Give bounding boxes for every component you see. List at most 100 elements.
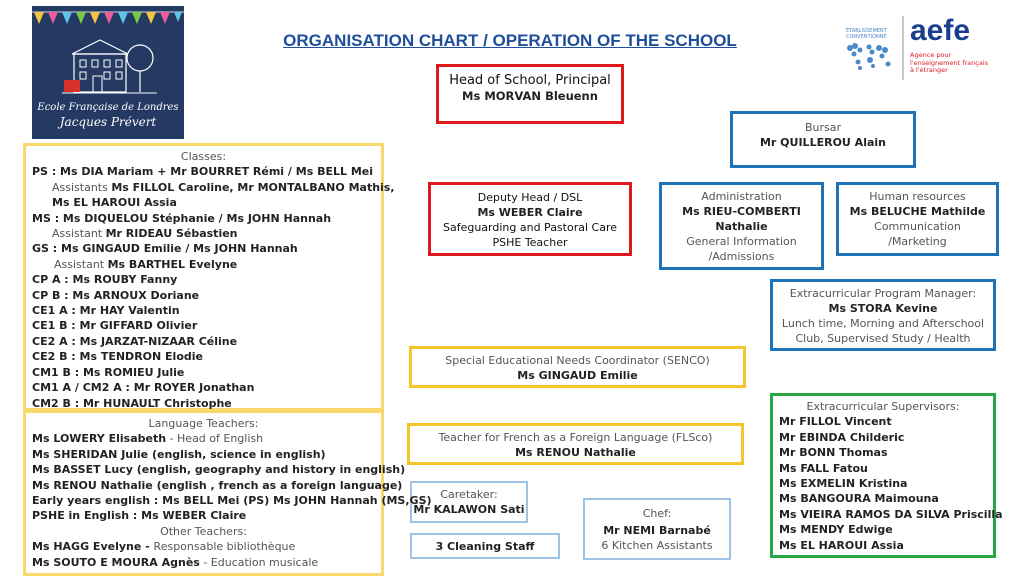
- extra-manager-role: Extracurricular Program Manager:: [789, 287, 977, 300]
- flsco-role: Teacher for French as a Foreign Language…: [438, 431, 713, 444]
- aefe-sub1: Agence pour: [910, 51, 952, 59]
- bursar-role: Bursar: [804, 121, 842, 134]
- extracurricular-manager-box: Extracurricular Program Manager: Ms STOR…: [770, 279, 996, 351]
- admin-name1: Ms RIEU-COMBERTI: [682, 205, 801, 218]
- supervisor-item: Ms BANGOURA Maimouna: [779, 492, 939, 506]
- supervisor-item: Ms FALL Fatou: [779, 461, 868, 475]
- class-ps: PS : Ms DIA Mariam + Mr BOURRET Rémi / M…: [32, 165, 373, 179]
- supervisor-item: Ms EXMELIN Kristina: [779, 477, 908, 491]
- class-item: CE2 B : Ms TENDRON Elodie: [32, 350, 203, 364]
- hr-line3: Communication: [874, 220, 961, 233]
- world-map-icon: [847, 43, 891, 70]
- assistant-names: Ms FILLOL Caroline, Mr MONTALBANO Mathis…: [111, 180, 395, 194]
- class-item: CM1 A / CM2 A : Mr ROYER Jonathan: [32, 381, 255, 395]
- chef-line3: 6 Kitchen Assistants: [601, 539, 713, 552]
- chef-name: Mr NEMI Barnabé: [603, 524, 711, 537]
- supervisors-title: Extracurricular Supervisors:: [806, 400, 960, 413]
- classes-title: Classes:: [180, 150, 227, 163]
- school-name-line2: Jacques Prévert: [59, 115, 157, 129]
- cleaning-label: 3 Cleaning Staff: [435, 540, 535, 553]
- head-of-school-box: Head of School, Principal Ms MORVAN Bleu…: [436, 64, 624, 124]
- admin-line4: General Information: [686, 235, 797, 248]
- other-teachers-title: Other Teachers:: [160, 524, 247, 538]
- bunting-flags-icon: [32, 11, 184, 24]
- teacher-role: - Education musicale: [199, 555, 319, 569]
- cleaning-staff-box: 3 Cleaning Staff: [410, 533, 560, 559]
- assistant-names: Mr RIDEAU Sébastien: [105, 227, 238, 241]
- bursar-box: Bursar Mr QUILLEROU Alain: [730, 111, 916, 168]
- supervisor-item: Mr BONN Thomas: [779, 446, 888, 460]
- deputy-role: Deputy Head / DSL: [477, 191, 583, 204]
- deputy-name: Ms WEBER Claire: [477, 206, 583, 219]
- school-name-line1: Ecole Française de Londres: [37, 102, 179, 113]
- chef-role: Chef:: [642, 507, 672, 520]
- supervisor-item: Mr FILLOL Vincent: [779, 415, 892, 429]
- caretaker-name: Mr KALAWON Sati: [413, 503, 525, 516]
- language-title: Language Teachers:: [148, 417, 259, 430]
- deputy-head-box: Deputy Head / DSL Ms WEBER Claire Safegu…: [428, 182, 632, 256]
- teacher-item: Early years english : Ms BELL Mei (PS) M…: [32, 494, 432, 508]
- extra-manager-name: Ms STORA Kevine: [828, 302, 938, 315]
- teacher-item: PSHE in English : Ms WEBER Claire: [32, 509, 247, 523]
- extra-manager-line4: Club, Supervised Study / Health: [795, 332, 971, 345]
- admin-name2: Nathalie: [715, 220, 768, 233]
- assistant-names: Ms EL HAROUI Assia: [52, 196, 177, 210]
- supervisor-item: Ms VIEIRA RAMOS DA SILVA Priscilla: [779, 507, 1003, 521]
- senco-role: Special Educational Needs Coordinator (S…: [445, 354, 710, 367]
- hr-name: Ms BELUCHE Mathilde: [849, 205, 986, 218]
- aefe-brand: aefe: [910, 14, 971, 47]
- admin-role: Administration: [701, 190, 782, 203]
- aefe-tag1: ÉTABLISSEMENT: [846, 28, 887, 34]
- teacher-name: Ms SOUTO E MOURA Agnès: [32, 555, 200, 569]
- class-item: CE2 A : Ms JARZAT-NIZAAR Céline: [32, 334, 238, 348]
- aefe-divider: [902, 16, 904, 80]
- school-logo: Ecole Française de Londres Jacques Préve…: [32, 6, 184, 139]
- teacher-name: Ms LOWERY Elisabeth: [32, 432, 167, 446]
- head-name: Ms MORVAN Bleuenn: [462, 89, 598, 103]
- aefe-sub2: l'enseignement français: [910, 58, 989, 67]
- teacher-role: - Head of English: [166, 432, 264, 446]
- teacher-name: Ms HAGG Evelyne -: [32, 540, 154, 554]
- caretaker-box: Caretaker: Mr KALAWON Sati: [410, 481, 528, 523]
- hr-role: Human resources: [869, 190, 966, 203]
- human-resources-box: Human resources Ms BELUCHE Mathilde Comm…: [836, 182, 999, 256]
- chef-box: Chef: Mr NEMI Barnabé 6 Kitchen Assistan…: [583, 498, 731, 560]
- supervisor-item: Mr EBINDA Childeric: [779, 430, 905, 444]
- teacher-item: Ms BASSET Lucy (english, geography and h…: [32, 463, 406, 477]
- admin-line5: /Admissions: [708, 250, 775, 263]
- senco-box: Special Educational Needs Coordinator (S…: [409, 346, 746, 388]
- head-role: Head of School, Principal: [449, 73, 611, 88]
- supervisors-box: Extracurricular Supervisors: Mr FILLOL V…: [770, 393, 1003, 558]
- assistant-names: Ms BARTHEL Evelyne: [107, 257, 238, 271]
- flsco-box: Teacher for French as a Foreign Language…: [407, 423, 744, 465]
- assistant-label: Assistants: [52, 180, 112, 194]
- class-item: CM2 B : Mr HUNAULT Christophe: [32, 396, 232, 410]
- deputy-line4: PSHE Teacher: [492, 236, 568, 249]
- assistant-label: Assistant: [52, 227, 106, 241]
- supervisor-item: Ms MENDY Edwige: [779, 523, 893, 537]
- class-item: CP A : Ms ROUBY Fanny: [32, 273, 178, 287]
- teacher-item: Ms SHERIDAN Julie (english, science in e…: [32, 447, 326, 461]
- class-ms: MS : Ms DIQUELOU Stéphanie / Ms JOHN Han…: [32, 211, 332, 225]
- senco-name: Ms GINGAUD Emilie: [517, 369, 638, 382]
- aefe-logo: ÉTABLISSEMENT CONVENTIONNÉ aefe Agence p…: [842, 14, 992, 84]
- class-item: CE1 B : Mr GIFFARD Olivier: [32, 319, 198, 333]
- teacher-item: Ms RENOU Nathalie (english , french as a…: [32, 478, 403, 492]
- teacher-role: Responsable bibliothèque: [153, 540, 296, 554]
- caretaker-role: Caretaker:: [440, 488, 498, 501]
- class-gs: GS : Ms GINGAUD Emilie / Ms JOHN Hannah: [32, 242, 298, 256]
- supervisor-item: Ms EL HAROUI Assia: [779, 538, 904, 552]
- classes-box: Classes: PS : Ms DIA Mariam + Mr BOURRET…: [23, 143, 395, 411]
- class-item: CM1 B : Ms ROMIEU Julie: [32, 365, 185, 379]
- bursar-name: Mr QUILLEROU Alain: [759, 136, 886, 149]
- aefe-tag2: CONVENTIONNÉ: [846, 34, 887, 40]
- administration-box: Administration Ms RIEU-COMBERTI Nathalie…: [659, 182, 824, 270]
- class-item: CP B : Ms ARNOUX Doriane: [32, 288, 200, 302]
- extra-manager-line3: Lunch time, Morning and Afterschool: [781, 317, 985, 330]
- page-title: ORGANISATION CHART / OPERATION OF THE SC…: [283, 31, 737, 50]
- school-building-icon: [62, 39, 157, 94]
- language-teachers-box: Language Teachers: Ms LOWERY Elisabeth -…: [23, 410, 432, 576]
- hr-line4: /Marketing: [888, 235, 947, 248]
- aefe-sub3: à l'étranger: [910, 66, 948, 74]
- class-item: CE1 A : Mr HAY Valentin: [32, 304, 180, 318]
